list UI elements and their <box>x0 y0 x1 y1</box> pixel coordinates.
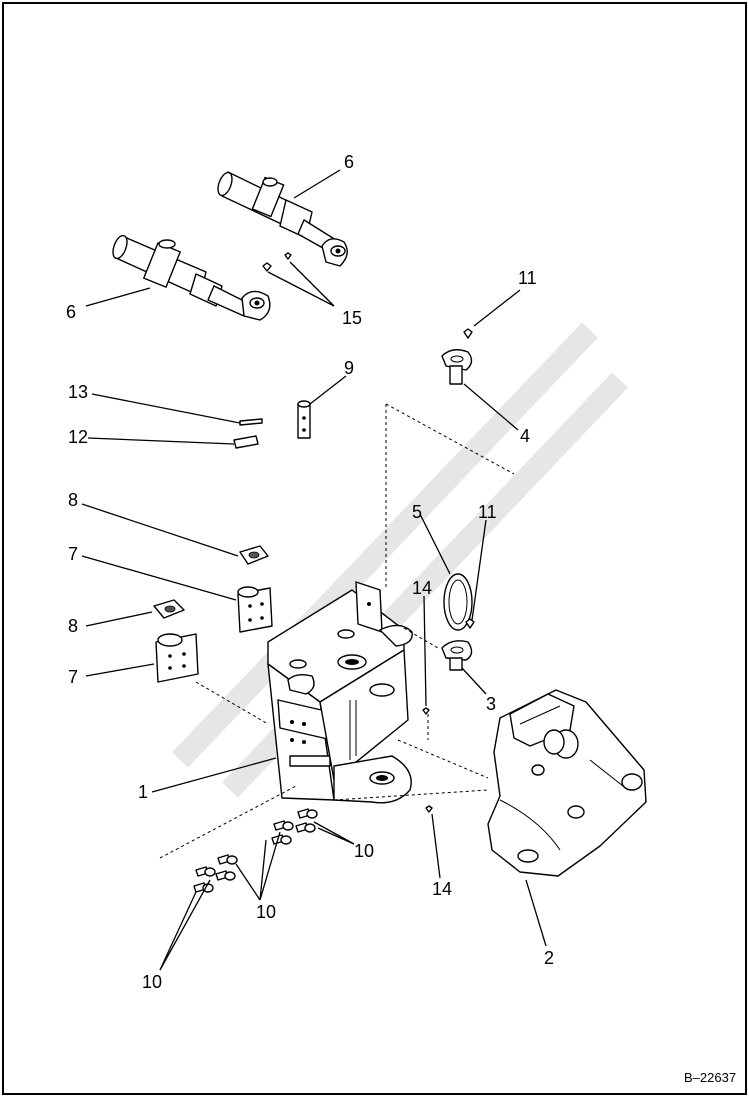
part-9-pin <box>297 400 311 439</box>
callout-12: 12 <box>68 427 88 447</box>
part-14-lower-fitting <box>425 805 433 813</box>
callout-5: 5 <box>412 502 422 522</box>
part-8-lower-shim <box>153 599 185 619</box>
part-13-bolt <box>239 418 263 426</box>
part-2-swing-casting <box>487 689 647 877</box>
part-11-upper-grease-fitting <box>463 328 473 339</box>
callout-7-lower: 7 <box>68 667 78 687</box>
part-14-upper-fitting <box>422 707 430 715</box>
callout-11-upper: 11 <box>518 268 537 288</box>
leader-lines <box>81 169 547 971</box>
part-6-lower-cylinder <box>112 234 271 321</box>
callout-7-upper: 7 <box>68 544 78 564</box>
callout-6-upper: 6 <box>344 152 354 172</box>
part-7-upper-bracket <box>237 586 273 633</box>
callout-10-left: 10 <box>142 972 162 992</box>
callout-14-lower: 14 <box>432 879 452 899</box>
figure-number: B–22637 <box>684 1070 736 1085</box>
callout-2: 2 <box>544 948 554 968</box>
callout-9: 9 <box>344 358 354 378</box>
callout-14-upper: 14 <box>412 578 432 598</box>
part-11-lower-grease-fitting <box>465 618 475 629</box>
part-7-lower-bracket <box>155 633 199 683</box>
callout-8-lower: 8 <box>68 616 78 636</box>
callout-11-lower: 11 <box>478 502 497 522</box>
assembly-dashed-lines <box>159 403 515 859</box>
callout-4: 4 <box>520 426 530 446</box>
callout-10-right: 10 <box>354 841 374 861</box>
callout-13: 13 <box>68 382 88 402</box>
callout-10-middle: 10 <box>256 902 276 922</box>
part-3-pin <box>441 640 473 671</box>
part-8-upper-shim <box>239 545 269 565</box>
part-10-bolts <box>193 808 318 893</box>
part-12-plate <box>233 435 259 449</box>
callout-labels: 6 6 15 11 9 13 12 4 8 5 11 7 14 8 7 3 1 … <box>66 152 554 992</box>
callout-1: 1 <box>138 782 148 802</box>
part-5-ring <box>443 573 473 631</box>
callout-3: 3 <box>486 694 496 714</box>
part-4-pin <box>441 349 473 385</box>
part-15-fittings <box>262 252 292 272</box>
callout-6-lower: 6 <box>66 302 76 322</box>
part-6-upper-cylinder <box>217 171 348 267</box>
part-1-swing-mount <box>267 581 413 804</box>
callout-8-upper: 8 <box>68 490 78 510</box>
callout-15: 15 <box>342 308 362 328</box>
